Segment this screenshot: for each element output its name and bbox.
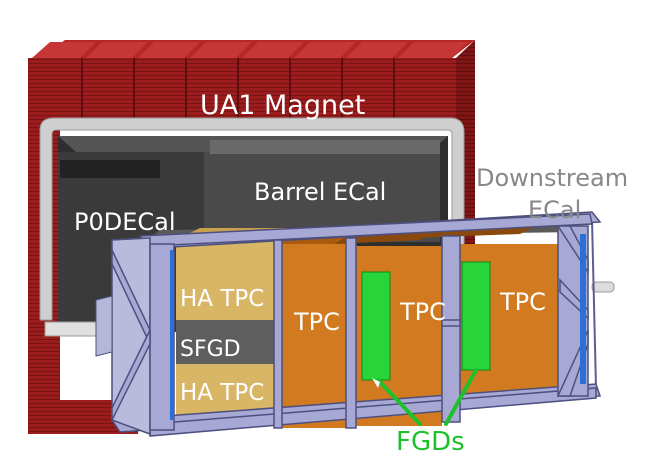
- downstream-label-line1: Downstream: [476, 164, 628, 192]
- fgd-pointer-lines: [376, 368, 478, 426]
- ha-tpc-lower-label: HA TPC: [180, 380, 264, 406]
- ha-tpc-upper-label: HA TPC: [180, 286, 264, 312]
- basket-bracket: [95, 295, 113, 357]
- downstream-label-line2: ECal: [528, 196, 581, 224]
- fgds-label: FGDs: [396, 427, 465, 457]
- tpc-2-label: TPC: [399, 298, 446, 326]
- tpc-1-label: TPC: [293, 308, 340, 336]
- basket-interior: [150, 224, 590, 428]
- p0decal-label: P0DECal: [74, 208, 176, 236]
- sfgd-label: SFGD: [180, 337, 241, 362]
- magnet-coil-frame: [39, 117, 465, 321]
- tpc-3-label: TPC: [499, 288, 546, 316]
- magnet-label: UA1 Magnet: [200, 90, 365, 121]
- fgd-marker: [372, 378, 380, 388]
- basket-blue-accents: [170, 234, 586, 420]
- barrel-ecal-label: Barrel ECal: [254, 178, 386, 206]
